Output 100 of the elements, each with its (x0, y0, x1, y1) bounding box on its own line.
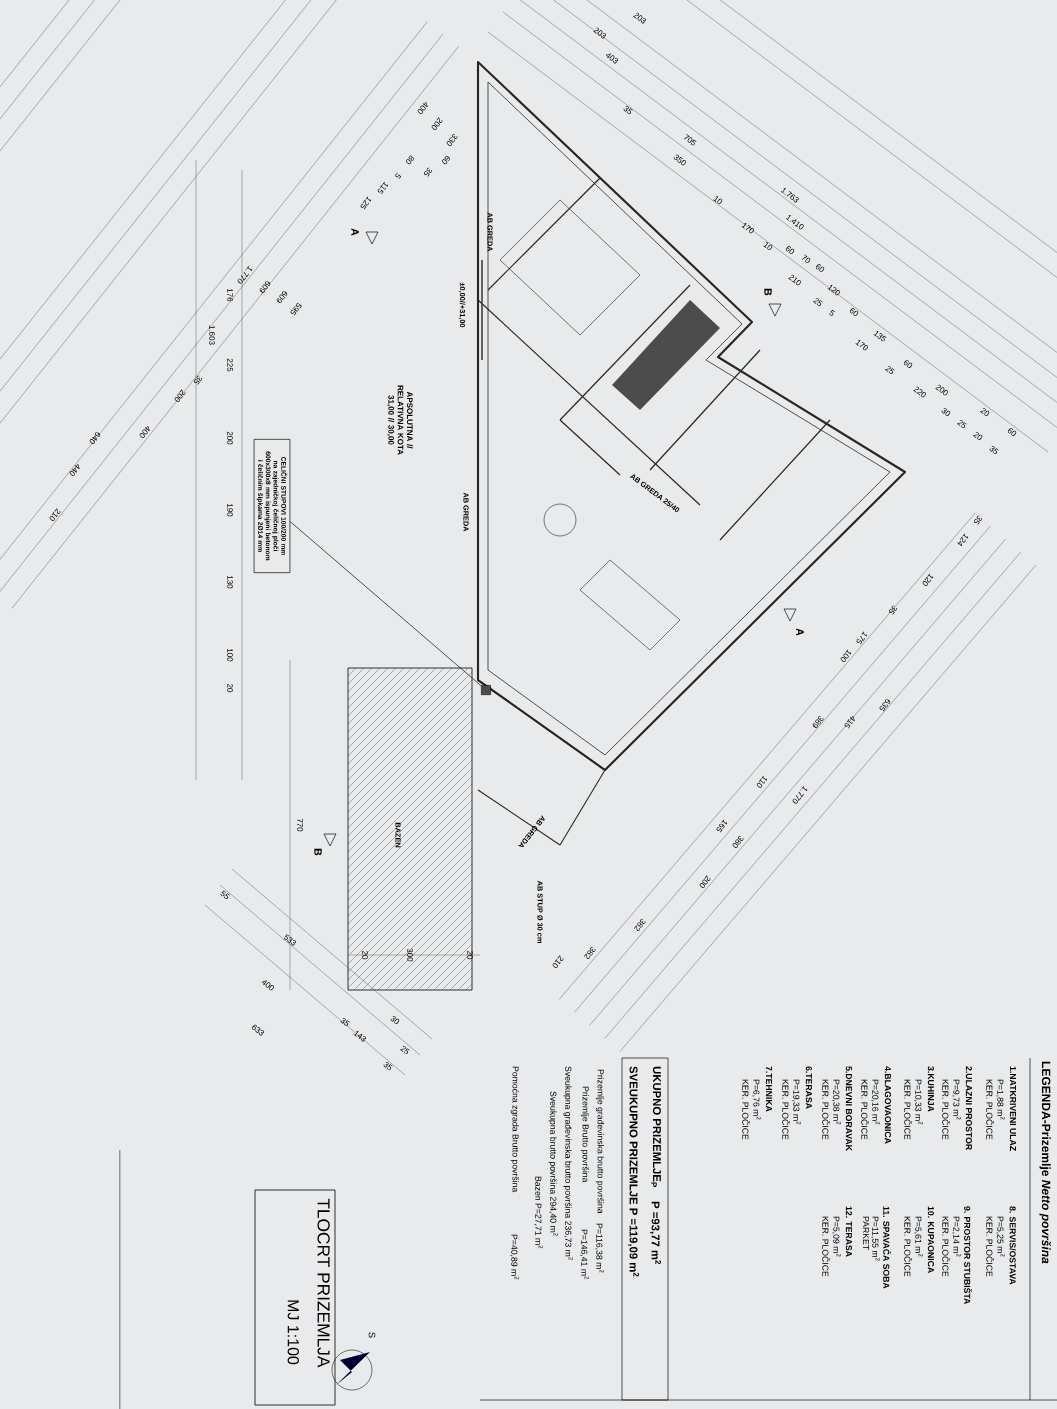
area-total: UKUPNO PRIZEMLJE$_{P}$ (651, 1066, 661, 1187)
legend-text: PARKET (863, 1216, 869, 1250)
dimension-text: 35 (989, 445, 999, 455)
room-name: 7.TEHNIKA (766, 1066, 772, 1112)
dimension-text: 203 (593, 27, 607, 39)
section-mark: B (314, 848, 322, 856)
dimension-text: 5 (395, 173, 402, 179)
room-name: 6.TERASA (805, 1066, 812, 1109)
dimension-text: 415 (844, 716, 855, 729)
dimension-text: 20 (362, 950, 368, 960)
section-mark: A (351, 228, 359, 236)
dimension-text: 609 (276, 291, 288, 303)
area-total: P =93,77 m$^{2}$ (649, 1201, 661, 1265)
dimension-text: 30 (390, 1016, 400, 1024)
dimension-text: 80 (406, 155, 415, 165)
room-name: 1.NATKRIVENI ULAZ (1009, 1066, 1016, 1151)
dimension-text: 382 (584, 946, 596, 960)
dimension-text: 225 (227, 358, 233, 372)
dimension-text: 60 (442, 155, 450, 165)
dimension-text: 389 (812, 715, 824, 728)
legend-text: P=5,09 m$^{2}$ (832, 1216, 841, 1257)
legend-text: KER. PLOČICE (986, 1079, 994, 1140)
legend-text: P=5,25 m$^{2}$ (996, 1216, 1005, 1257)
legend-text: P=10,33 m$^{2}$ (914, 1079, 923, 1125)
dimension-text: 330 (446, 133, 458, 146)
dimension-text: 35 (383, 1062, 393, 1071)
legend-text: P=6,76 m$^{2}$ (752, 1079, 761, 1120)
legend-text: KER. PLOČICE (861, 1079, 869, 1140)
room-name: 8. SERVIS/OSTAVA (1009, 1206, 1016, 1285)
dimension-text: 20 (980, 407, 990, 416)
dimension-text: 5 (829, 309, 835, 316)
dimension-text: 124 (957, 533, 969, 547)
dimension-text: 60 (903, 360, 913, 368)
legend-text: KER. PLOČICE (904, 1079, 912, 1140)
dimension-text: 403 (605, 53, 619, 64)
legend-text: P=146,41 m$^{2}$ (580, 1229, 589, 1280)
dimension-text: 35 (623, 105, 633, 115)
dimension-text: 60 (815, 264, 825, 272)
dimension-text: 60 (1007, 428, 1017, 436)
legend-text: P=2,14 m$^{2}$ (952, 1216, 961, 1257)
dimension-text: 300 (407, 948, 413, 962)
room-name: 12. TERASA (845, 1206, 852, 1257)
title-text: TLOCRT PRIZEMLJA (317, 1198, 330, 1368)
dimension-text: 35 (888, 605, 898, 615)
legend-text: Bazen P=27,71 m$^{2}$ (534, 1176, 543, 1249)
section-mark: A (796, 628, 804, 636)
dimension-text: 35 (193, 375, 203, 385)
legend-text: P=1,88 m$^{2}$ (996, 1079, 1005, 1120)
room-name: 10. KUPAONICA (927, 1206, 934, 1273)
dimension-text: 190 (227, 503, 233, 517)
legend-text: KER. PLOČICE (986, 1216, 994, 1277)
dimension-text: 633 (252, 1024, 265, 1036)
legend-text: KER. PLOČICE (822, 1079, 830, 1140)
dimension-text: 400 (139, 425, 150, 438)
legend-text: KER. PLOČICE (782, 1079, 790, 1140)
legend-text: Prizemlje građevinska brutto površina (595, 1069, 604, 1214)
legend-text: P=11,55 m$^{2}$ (871, 1216, 880, 1261)
legend-text: Prizemlje Brutto površina (580, 1086, 589, 1183)
dimension-text: 176 (227, 288, 233, 302)
dimension-text: 20 (973, 431, 983, 440)
dimension-text: 770 (297, 818, 303, 832)
room-name: 4.BLAGOVAONICA (884, 1066, 891, 1144)
legend-text: Sveukupna građevinska brutto površina 236,73 m$^{2}$ (563, 1066, 573, 1260)
dimension-text: 60 (785, 246, 795, 254)
dimension-text: 120 (922, 573, 934, 586)
legend-text: P=5,61 m$^{2}$ (914, 1216, 923, 1257)
dimension-text: 640 (89, 432, 101, 444)
dimension-text: 350 (673, 154, 686, 166)
dimension-text: 100 (840, 649, 852, 662)
dimension-text: 55 (220, 890, 230, 899)
room-name: 11. SPAVAĆA SOBA (883, 1206, 891, 1289)
dimension-text: 25 (885, 365, 895, 375)
dimension-text: 203 (633, 12, 647, 24)
legend-text: KER. PLOČICE (904, 1216, 912, 1277)
legend-text: P=40,89 m$^{2}$ (510, 1234, 519, 1280)
legend-text: P=20,38 m$^{2}$ (832, 1079, 841, 1125)
dimension-text: 10 (763, 242, 773, 250)
dimension-text: 200 (699, 875, 711, 888)
dimension-text: 25 (957, 419, 967, 429)
dimension-text: 210 (552, 955, 564, 968)
dimension-text: 210 (788, 274, 801, 286)
level-note: APSOLUTNA // RELATIVNA KOTA 31,00 // 30,00 (387, 385, 413, 455)
dimension-text: 25 (400, 1046, 410, 1055)
compass-letter: S (368, 1332, 376, 1338)
dimension-text: 200 (431, 117, 443, 130)
dimension-text: 1.603 (209, 325, 215, 345)
section-mark: B (764, 288, 772, 296)
dimension-text: 20 (467, 950, 473, 960)
legend-text: KER. PLOČICE (942, 1079, 950, 1140)
dimension-text: 135 (873, 330, 887, 342)
dimension-text: 35 (973, 515, 983, 525)
dimension-text: 220 (913, 386, 926, 398)
scale-text: MJ 1:100 (287, 1300, 299, 1365)
room-name: 5.DNEVNI BORAVAK (845, 1066, 852, 1151)
dimension-text: 35 (340, 1018, 350, 1027)
dimension-text: 70 (801, 254, 811, 263)
legend-text: KER. PLOČICE (822, 1216, 830, 1277)
legend-text: P=9,73 m$^{2}$ (952, 1079, 961, 1120)
room-name: 2.ULAZNI PROSTOR (965, 1066, 972, 1150)
dimension-text: 210 (49, 508, 61, 521)
